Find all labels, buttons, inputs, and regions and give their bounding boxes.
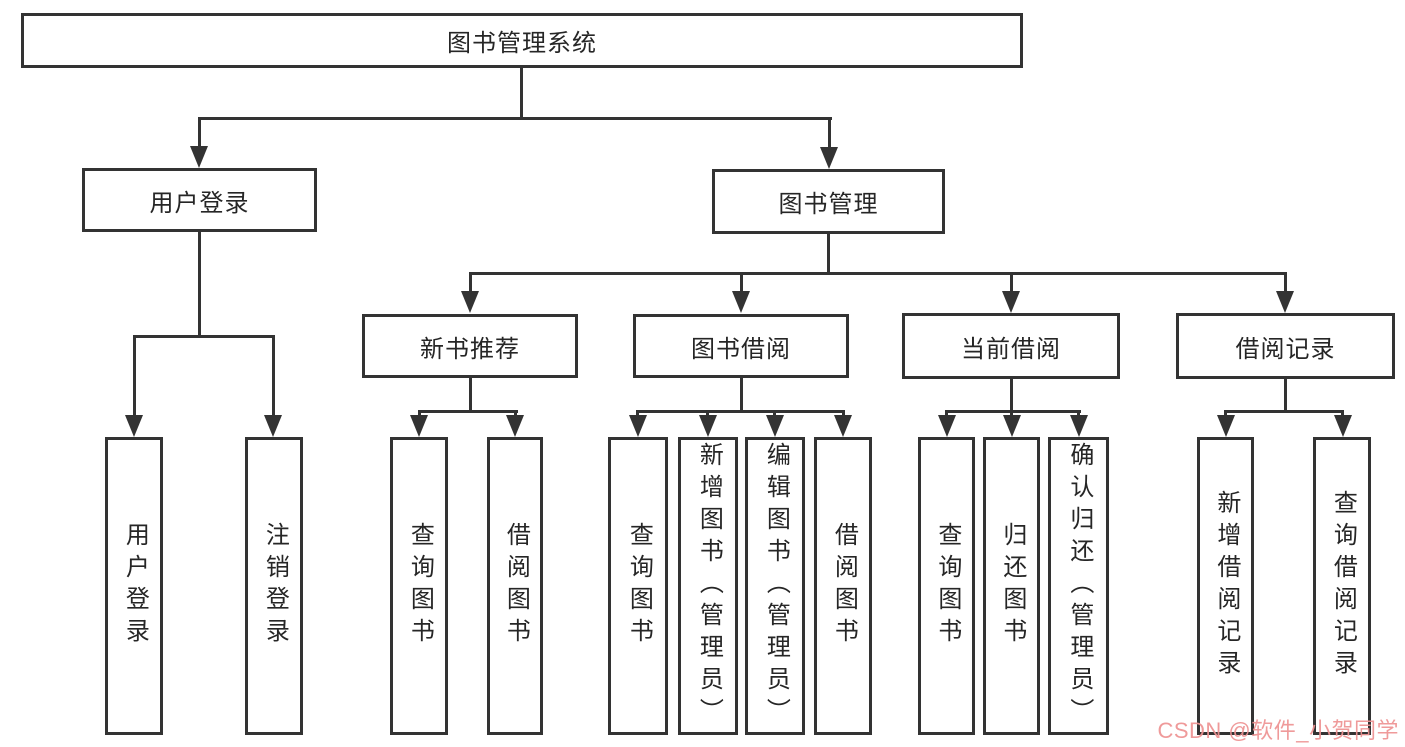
edge-line [133,335,275,338]
node-root-label: 图书管理系统 [447,30,597,57]
leaf-query-books-borrow-label: 查询图书 [625,522,653,650]
node-book-borrow-label: 图书借阅 [691,335,791,363]
edge-line [514,410,517,417]
leaf-logout: 注销登录 [245,437,303,735]
edge-line [1010,410,1013,417]
leaf-query-books-recommend-label: 查询图书 [406,522,434,650]
leaf-logout-label: 注销登录 [261,522,289,650]
arrowhead-icon [629,415,647,437]
leaf-query-books-current-label: 查询图书 [933,522,961,650]
edge-line [1010,272,1013,292]
arrowhead-icon [1276,291,1294,313]
leaf-add-books-admin: 新增图书（管理员） [678,437,738,735]
edge-line [636,410,845,413]
edge-line [469,272,472,292]
node-current-borrow-label: 当前借阅 [961,335,1061,363]
leaf-return-books-label: 归还图书 [998,522,1026,650]
leaf-add-borrow-record-label: 新增借阅记录 [1212,490,1240,682]
edge-line [636,410,639,417]
leaf-user-login: 用户登录 [105,437,163,735]
arrowhead-icon [264,415,282,437]
leaf-query-books-recommend: 查询图书 [390,437,448,735]
edge-line [1284,379,1287,411]
node-new-book-recommend-label: 新书推荐 [420,335,520,363]
node-borrow-records: 借阅记录 [1176,313,1395,379]
edge-line [520,68,523,118]
node-book-management: 图书管理 [712,169,945,234]
leaf-borrow-books-recommend-label: 借阅图书 [502,522,530,650]
arrowhead-icon [190,146,208,168]
leaf-borrow-books-recommend: 借阅图书 [487,437,543,735]
edge-line [418,410,421,417]
edge-line [1284,272,1287,292]
arrowhead-icon [820,147,838,169]
edge-line [945,410,948,417]
leaf-confirm-return-admin: 确认归还（管理员） [1048,437,1109,735]
leaf-borrow-books: 借阅图书 [814,437,872,735]
node-borrow-records-label: 借阅记录 [1235,335,1336,363]
arrowhead-icon [834,415,852,437]
arrowhead-icon [410,415,428,437]
edge-line [773,410,776,417]
arrowhead-icon [1070,415,1088,437]
node-user-login: 用户登录 [82,168,317,232]
arrowhead-icon [1334,415,1352,437]
node-current-borrow: 当前借阅 [902,313,1120,379]
edge-line [706,410,709,417]
edge-line [1224,410,1227,417]
leaf-add-borrow-record: 新增借阅记录 [1197,437,1254,735]
edge-line [469,272,1287,275]
arrowhead-icon [461,291,479,313]
edge-line [469,378,472,411]
leaf-query-books-borrow: 查询图书 [608,437,668,735]
arrowhead-icon [1217,415,1235,437]
leaf-query-books-current: 查询图书 [918,437,975,735]
edge-line [740,272,743,292]
arrowhead-icon [938,415,956,437]
edge-line [198,232,201,335]
edge-line [828,117,831,148]
edge-line [1010,379,1013,411]
edge-line [272,335,275,416]
leaf-confirm-return-admin-label: 确认归还（管理员） [1065,442,1093,730]
edge-line [418,410,518,413]
leaf-query-borrow-record-label: 查询借阅记录 [1329,490,1357,682]
arrowhead-icon [1002,291,1020,313]
node-new-book-recommend: 新书推荐 [362,314,578,378]
leaf-user-login-label: 用户登录 [121,522,149,650]
node-book-management-label: 图书管理 [778,191,879,218]
edge-line [1077,410,1080,417]
arrowhead-icon [766,415,784,437]
watermark: CSDN @软件_小贺同学 [1157,718,1399,743]
arrowhead-icon [732,291,750,313]
edge-line [827,234,830,272]
arrowhead-icon [699,415,717,437]
edge-line [133,335,136,416]
leaf-edit-books-admin: 编辑图书（管理员） [745,437,805,735]
edge-line [198,117,201,147]
edge-line [1341,410,1344,417]
edge-line [1224,410,1344,413]
arrowhead-icon [506,415,524,437]
leaf-edit-books-admin-label: 编辑图书（管理员） [762,442,790,730]
node-root: 图书管理系统 [21,13,1023,68]
arrowhead-icon [125,415,143,437]
leaf-borrow-books-label: 借阅图书 [830,522,858,650]
edge-line [842,410,845,417]
node-user-login-label: 用户登录 [149,189,250,217]
leaf-return-books: 归还图书 [983,437,1040,735]
arrowhead-icon [1003,415,1021,437]
edge-line [198,117,832,120]
node-book-borrow: 图书借阅 [633,314,849,378]
leaf-add-books-admin-label: 新增图书（管理员） [695,442,723,730]
edge-line [945,410,1081,413]
edge-line [740,378,743,411]
leaf-query-borrow-record: 查询借阅记录 [1313,437,1371,735]
